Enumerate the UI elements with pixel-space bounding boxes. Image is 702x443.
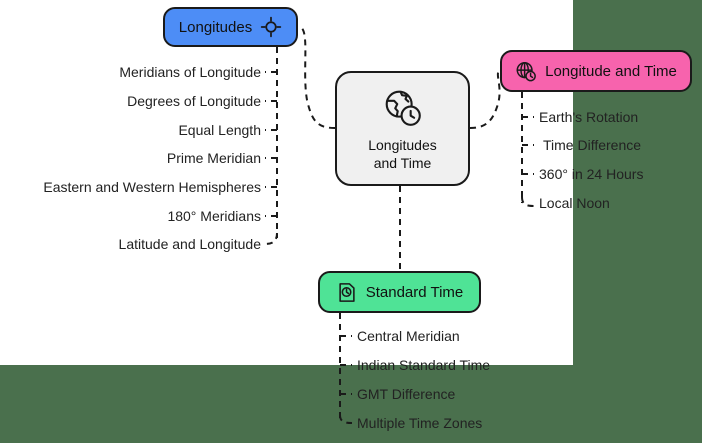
node-longitude-and-time-label: Longitude and Time: [545, 62, 677, 80]
crosshair-target-icon: [260, 16, 282, 38]
leaf-longitudes-4: Eastern and Western Hemispheres: [43, 179, 261, 195]
node-root-label: Longitudes and Time: [368, 137, 437, 171]
leaf-longitude-and-time-0: Earth's Rotation: [539, 109, 639, 125]
leaf-longitude-and-time-2: 360° in 24 Hours: [539, 166, 644, 182]
leaf-longitude-and-time-1: Time Difference: [543, 137, 642, 153]
node-longitude-and-time[interactable]: Longitude and Time: [500, 50, 692, 92]
leaf-standard-time-1: Indian Standard Time: [357, 357, 491, 373]
leaf-standard-time-0: Central Meridian: [357, 328, 460, 344]
globe-clock-icon: [515, 60, 537, 82]
leaf-standard-time-2: GMT Difference: [357, 386, 456, 402]
node-standard-time[interactable]: Standard Time: [318, 271, 481, 313]
node-longitudes[interactable]: Longitudes: [163, 7, 298, 47]
leaf-longitude-and-time-3: Local Noon: [539, 195, 610, 211]
leaf-longitudes-0: Meridians of Longitude: [119, 64, 261, 80]
leaf-longitudes-2: Equal Length: [178, 122, 261, 138]
leaf-longitudes-3: Prime Meridian: [166, 150, 261, 166]
leaf-longitudes-5: 180° Meridians: [167, 208, 261, 224]
node-standard-time-label: Standard Time: [365, 283, 464, 301]
node-longitudes-label: Longitudes: [178, 18, 253, 36]
node-root[interactable]: Longitudes and Time: [335, 71, 470, 186]
globe-clock-icon: [380, 85, 426, 131]
leaf-longitudes-1: Degrees of Longitude: [127, 93, 261, 109]
edge-standard-time-leaf-3: [339, 414, 353, 424]
leaf-standard-time-3: Multiple Time Zones: [357, 415, 483, 431]
document-clock-icon: [336, 281, 358, 303]
leaf-longitudes-6: Latitude and Longitude: [118, 236, 261, 252]
